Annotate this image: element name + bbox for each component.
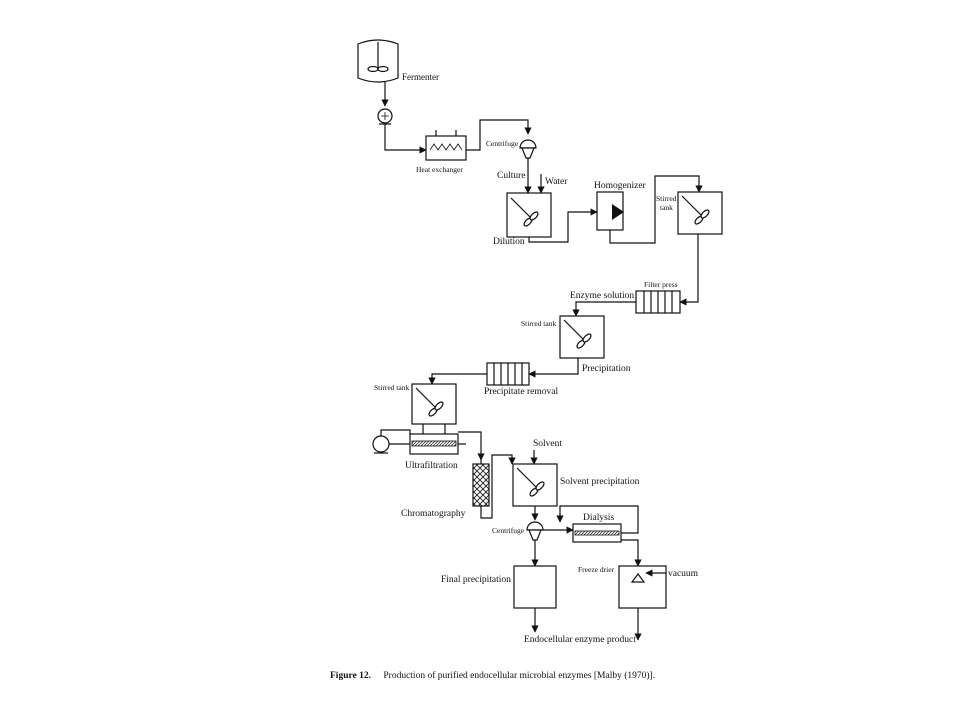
filter-press-label: Filter press <box>644 280 678 289</box>
centrifuge-label: Centrifuge <box>486 139 519 148</box>
chromatography-label: Chromatography <box>401 509 466 519</box>
precipitation-label: Precipitation <box>582 364 631 374</box>
flow-line <box>572 301 636 317</box>
centrifuge-label: Centrifuge <box>492 526 525 535</box>
flow-line <box>679 234 699 306</box>
stirred-tank-label: Stirred <box>656 194 677 203</box>
fermenter-label: Fermenter <box>402 72 439 82</box>
flow-line <box>480 454 516 519</box>
recycle-line <box>380 429 411 436</box>
final-precipitation-label: Final precipitation <box>441 575 511 585</box>
stirred-tank-icon <box>411 383 457 425</box>
filter-press-icon <box>486 362 530 386</box>
flow-line <box>428 373 487 385</box>
flow-line <box>621 539 642 567</box>
solvent-label: Solvent <box>533 439 562 449</box>
stirred-tank-label: tank <box>660 203 673 212</box>
stirred-tank-label: Stirred tank <box>521 319 556 328</box>
culture-label: Culture <box>497 171 526 181</box>
stirred-tank-icon <box>677 191 723 235</box>
solvent-precipitation-label: Solvent precipitation <box>560 477 640 487</box>
flow-line <box>528 208 598 243</box>
fermenter-icon <box>357 39 399 83</box>
homogenizer-label: Homogenizer <box>594 181 647 191</box>
stirred-tank-icon <box>506 192 552 238</box>
ultrafiltration-label: Ultrafiltration <box>405 460 458 471</box>
enzyme-solution-label: Enzyme solution <box>570 291 634 301</box>
dilution-label: Dilution <box>493 237 525 247</box>
centrifuge-icon <box>519 139 537 159</box>
heat-exchanger-label: Heat exchanger <box>416 165 463 174</box>
precipitate-removal-label: Precipitate removal <box>484 387 558 397</box>
dialysis-icon <box>572 523 622 543</box>
stirred-tank-label: Stirred tank <box>374 383 409 392</box>
freeze-drier-label: Freeze drier <box>578 565 615 574</box>
flow-line <box>528 358 579 378</box>
flow-line <box>556 505 639 534</box>
homogenizer-icon <box>596 191 624 231</box>
chromatography-column-icon <box>472 460 490 507</box>
figure-number: Figure 12. <box>330 671 371 681</box>
water-label: Water <box>545 177 568 187</box>
flow-line <box>458 431 485 461</box>
freeze-drier-icon <box>618 565 667 609</box>
pump-icon <box>377 108 393 125</box>
dialysis-label: Dialysis <box>583 513 614 523</box>
ultrafiltration-icon <box>409 433 459 455</box>
caption-text: Production of purified endocellular micr… <box>383 671 656 681</box>
stirred-tank-icon <box>559 315 605 359</box>
stirred-tank-icon <box>512 463 558 507</box>
vacuum-label: vacuum <box>668 569 699 579</box>
centrifuge-icon <box>526 521 544 541</box>
flow-line <box>384 123 427 154</box>
final-precipitation-tank <box>513 565 557 609</box>
pump-icon <box>372 435 390 454</box>
figure-caption: Figure 12. Production of purified endoce… <box>330 671 750 681</box>
heat-exchanger-icon <box>425 130 467 161</box>
flow-line <box>609 175 703 244</box>
flow-line <box>466 119 532 151</box>
product-label: Endocellular enzyme product <box>524 635 636 645</box>
filter-press-icon <box>635 290 681 314</box>
